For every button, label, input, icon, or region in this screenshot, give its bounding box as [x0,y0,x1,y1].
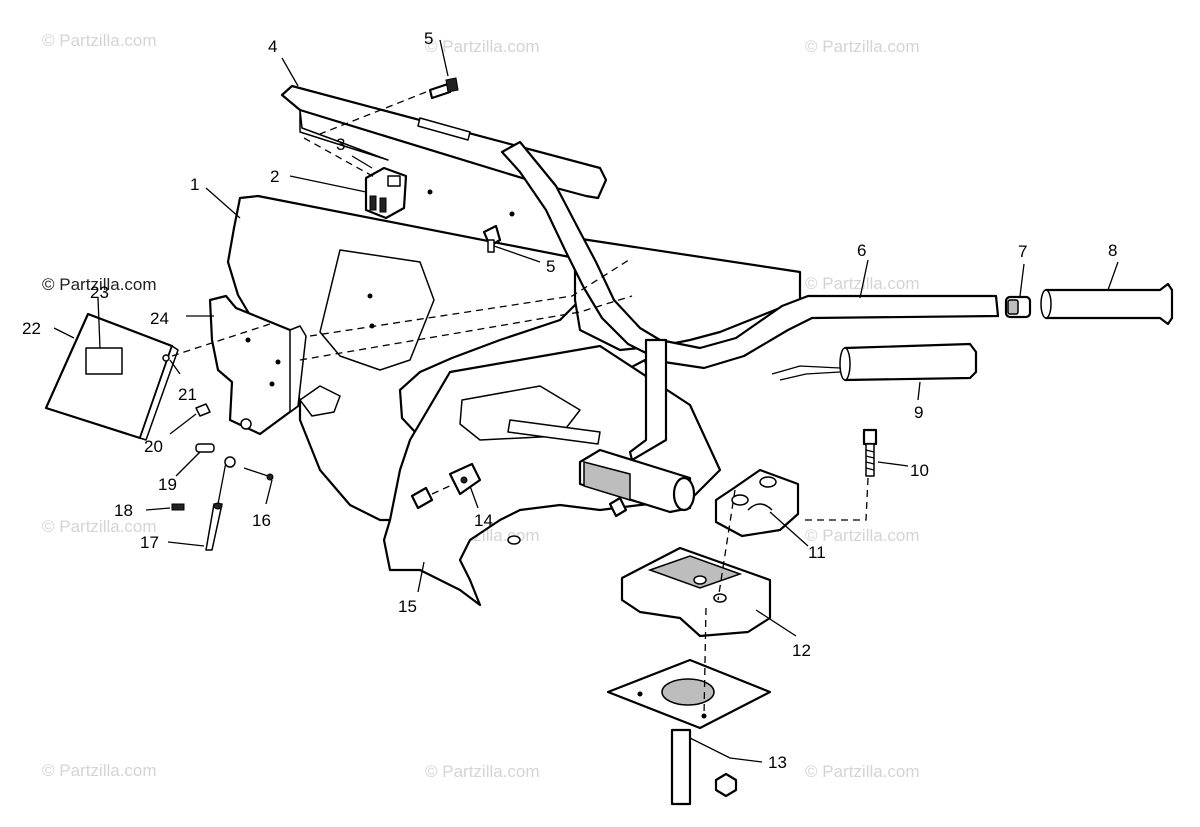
callout-24: 24 [150,309,169,328]
part-7-end-bushing [1004,295,1032,319]
steering-plate [606,658,772,806]
callout-labels: 4 5 3 2 1 5 6 7 8 9 10 11 12 13 14 15 16… [22,29,1117,772]
callout-5-lower: 5 [546,257,555,276]
part-10-bolt [862,428,878,477]
callout-4: 4 [268,37,277,56]
callout-21: 21 [178,385,197,404]
callout-22: 22 [22,319,41,338]
callout-16: 16 [252,511,271,530]
watermark: © Partzilla.com [42,517,157,536]
callout-8: 8 [1108,241,1117,260]
watermark: © Partzilla.com [805,526,920,545]
callout-10: 10 [910,461,929,480]
callout-5: 5 [424,29,433,48]
part-2-switch [364,166,408,220]
assembly-dashed-lines [171,91,869,717]
small-spacer [410,486,628,545]
steering-stem [578,448,696,514]
part-21-screw [162,354,170,362]
part-19-pin [195,443,215,453]
part-18-spring [171,503,185,511]
part-22-cover-plate [44,312,179,441]
part-16-screw [243,467,274,481]
part-5-bolt-top [428,77,459,100]
callout-9: 9 [914,403,923,422]
part-17-rod [205,456,236,551]
watermark: © Partzilla.com [42,275,157,294]
callout-7: 7 [1018,242,1027,261]
part-9-left-grip [771,342,978,382]
callout-17: 17 [140,533,159,552]
callout-2: 2 [270,167,279,186]
callout-1: 1 [190,175,199,194]
watermark: © Partzilla.com [805,274,920,293]
part-4-top-cover [280,84,608,200]
part-14-grommet [448,462,482,496]
callout-6: 6 [857,241,866,260]
callout-12: 12 [792,641,811,660]
lower-body-panel [382,344,722,607]
callout-19: 19 [158,475,177,494]
callout-14: 14 [474,511,493,530]
callout-23: 23 [90,283,109,302]
callout-13: 13 [768,753,787,772]
callout-3: 3 [336,135,345,154]
part-24-bracket [208,294,307,436]
leader-lines [53,39,1119,763]
callout-18: 18 [114,501,133,520]
watermark: © Partzilla.com [805,37,920,56]
part-8-right-grip [1040,282,1174,326]
watermark: © Partzilla.com [425,762,540,781]
part-13-nut [714,772,738,798]
part-12-lower-clamp [620,546,772,638]
callout-15: 15 [398,597,417,616]
callout-20: 20 [144,437,163,456]
watermark: © Partzilla.com [42,761,157,780]
part-5-bolt-mid [482,224,502,253]
watermark: © Partzilla.com [425,37,540,56]
callout-11: 11 [808,543,826,562]
part-20-screw [195,403,211,417]
watermark: © Partzilla.com [805,762,920,781]
watermark: © Partzilla.com [42,31,157,50]
